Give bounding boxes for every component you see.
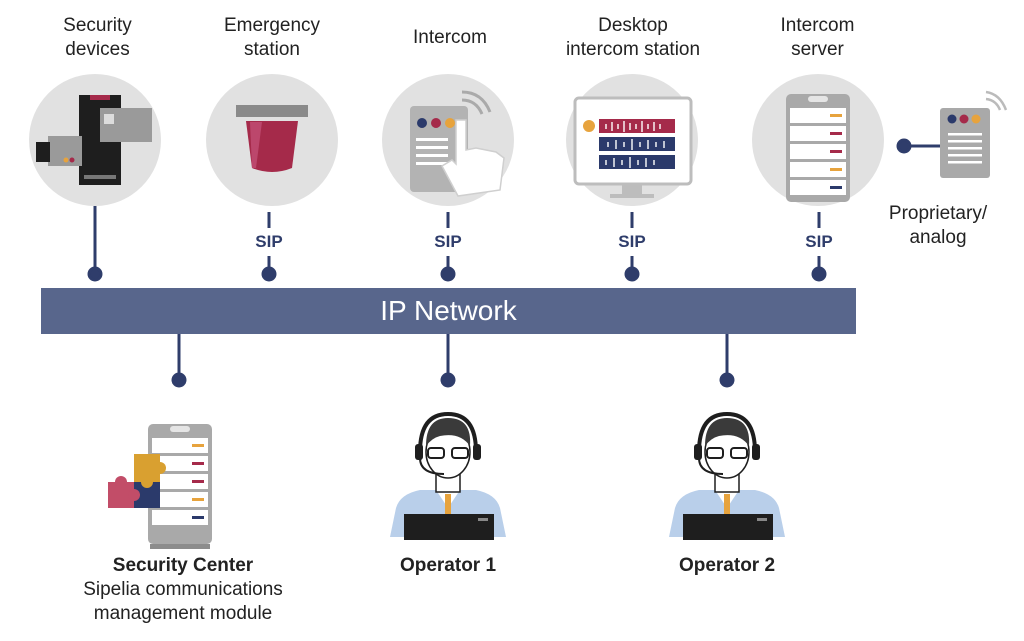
emergency-station-icon	[206, 74, 338, 206]
top-connectors	[87, 138, 940, 282]
security-center-icon	[108, 424, 212, 549]
sound-wave-graphic	[605, 121, 665, 168]
security-devices-icon	[29, 74, 161, 206]
desktop-intercom-icon	[566, 74, 698, 206]
label-operator-1: Operator 1	[399, 555, 497, 576]
label-intercom-server: Intercom server	[780, 15, 855, 60]
label-emergency-station: Emergency station	[223, 15, 321, 60]
proprietary-intercom-icon	[940, 90, 1008, 178]
intercom-icon	[382, 74, 514, 206]
operator-2-icon	[669, 411, 785, 540]
bottom-connectors	[171, 334, 735, 388]
sip-label-desktop: SIP	[618, 232, 646, 251]
ip-network-bar: IP Network	[41, 288, 856, 334]
puzzle-pieces-icon	[108, 454, 166, 508]
operator-1-icon	[390, 411, 506, 540]
security-center-subtitle-2: management module	[93, 603, 273, 624]
label-operator-2: Operator 2	[678, 555, 776, 576]
security-center-title: Security Center	[112, 555, 254, 576]
label-security-center: Security Center Sipelia communications m…	[58, 554, 308, 626]
ip-network-label: IP Network	[380, 295, 517, 326]
security-center-subtitle-1: Sipelia communications	[83, 579, 283, 600]
label-proprietary-analog: Proprietary/ analog	[888, 203, 988, 248]
intercom-server-icon	[752, 74, 884, 206]
label-desktop-intercom-station: Desktop intercom station	[565, 15, 701, 60]
label-security-devices: Security devices	[63, 15, 132, 60]
server-slots	[790, 108, 846, 195]
sip-label-emergency: SIP	[255, 232, 283, 251]
sip-label-intercom: SIP	[434, 232, 462, 251]
sip-label-server: SIP	[805, 232, 833, 251]
label-intercom: Intercom	[413, 27, 487, 48]
